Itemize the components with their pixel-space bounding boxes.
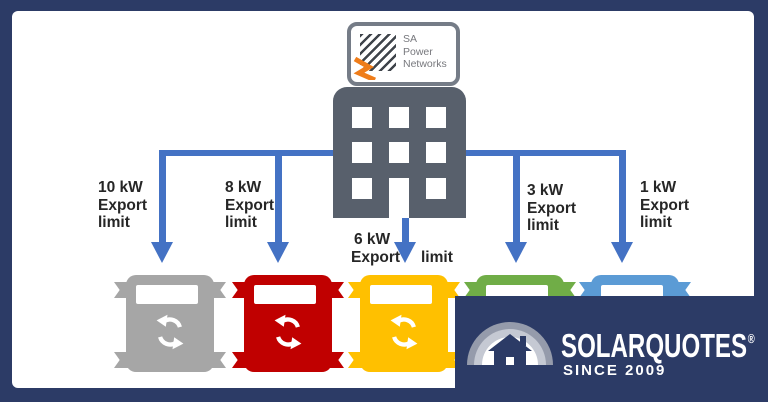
registered-trademark: ® bbox=[747, 331, 755, 346]
label-line: 3 kW bbox=[527, 182, 564, 199]
solarquotes-tagline: SINCE 2009 bbox=[563, 362, 667, 379]
arrow-shaft bbox=[275, 150, 282, 243]
label-10kw-export-limit: 10 kW Export limit bbox=[98, 179, 147, 232]
label-line: limit bbox=[225, 214, 257, 231]
export-arrow-10kw bbox=[151, 150, 173, 263]
mount-tab bbox=[211, 352, 226, 368]
label-line: Export bbox=[98, 196, 148, 214]
mount-tab bbox=[348, 282, 363, 298]
mount-tab bbox=[329, 352, 344, 368]
label-line: limit bbox=[98, 214, 130, 231]
inverter-body bbox=[126, 275, 214, 372]
building-window bbox=[352, 142, 372, 163]
inverter-6kw bbox=[348, 275, 460, 372]
sync-arrows-icon bbox=[274, 314, 302, 350]
building-window bbox=[426, 142, 446, 163]
inverter-10kw bbox=[114, 275, 226, 372]
mount-tab bbox=[464, 282, 479, 298]
arrow-head-icon bbox=[267, 242, 289, 263]
mount-tab bbox=[211, 282, 226, 298]
label-line: Export bbox=[527, 199, 577, 217]
label-line: 8 kW bbox=[225, 179, 262, 196]
mount-tab bbox=[232, 282, 247, 298]
mount-tab bbox=[114, 352, 129, 368]
mount-tab bbox=[232, 352, 247, 368]
label-6kw-export: Export bbox=[351, 249, 401, 266]
label-3kw-export-limit: 3 kW Export limit bbox=[527, 182, 576, 235]
lightning-icon bbox=[353, 56, 377, 80]
utility-building bbox=[333, 87, 466, 218]
inverter-display bbox=[370, 285, 432, 304]
sa-power-networks-wordmark: SA Power Networks bbox=[403, 33, 447, 71]
building-window bbox=[389, 142, 409, 163]
arrow-head-icon bbox=[505, 242, 527, 263]
wordmark-line: SA bbox=[403, 33, 418, 45]
export-arrow-8kw bbox=[267, 150, 289, 263]
mount-tab bbox=[561, 282, 576, 298]
solarquotes-watermark: SOLARQUOTES® SINCE 2009 bbox=[455, 296, 768, 402]
arrow-shaft bbox=[402, 217, 409, 243]
connector-line-right bbox=[466, 150, 626, 156]
label-8kw-export-limit: 8 kW Export limit bbox=[225, 179, 274, 232]
building-door bbox=[389, 178, 409, 218]
inverter-8kw bbox=[232, 275, 344, 372]
arrow-head-icon bbox=[611, 242, 633, 263]
building-window bbox=[389, 107, 409, 128]
arrow-shaft bbox=[619, 150, 626, 243]
mount-tab bbox=[329, 282, 344, 298]
solarquotes-brand: SOLARQUOTES® bbox=[561, 327, 755, 365]
inverter-display bbox=[254, 285, 316, 304]
building-window bbox=[426, 178, 446, 199]
building-window bbox=[352, 178, 372, 199]
sa-power-networks-sign: SA Power Networks bbox=[347, 22, 460, 86]
label-6kw: 6 kW bbox=[354, 231, 391, 248]
export-arrow-1kw bbox=[611, 150, 633, 263]
mount-tab bbox=[348, 352, 363, 368]
wordmark-line: Power bbox=[403, 45, 433, 58]
label-line: 10 kW bbox=[98, 179, 143, 196]
label-line: limit bbox=[640, 214, 672, 231]
sync-arrows-icon bbox=[390, 314, 418, 350]
mount-tab bbox=[579, 282, 594, 298]
arrow-head-icon bbox=[151, 242, 173, 263]
export-arrow-3kw bbox=[505, 150, 527, 263]
label-line: 1 kW bbox=[640, 179, 677, 196]
brand-text: SOLARQUOTES bbox=[561, 327, 748, 364]
solarquotes-arch-icon bbox=[467, 322, 553, 365]
label-6kw-limit: limit bbox=[421, 249, 453, 266]
building-window bbox=[352, 107, 372, 128]
label-1kw-export-limit: 1 kW Export limit bbox=[640, 179, 689, 232]
inverter-body bbox=[360, 275, 448, 372]
inverter-body bbox=[244, 275, 332, 372]
arrow-head-icon bbox=[394, 242, 416, 263]
sync-arrows-icon bbox=[156, 314, 184, 350]
arrow-shaft bbox=[159, 150, 166, 243]
inverter-display bbox=[136, 285, 198, 304]
building-window bbox=[426, 107, 446, 128]
mount-tab bbox=[676, 282, 691, 298]
arrow-shaft bbox=[513, 150, 520, 243]
mount-tab bbox=[114, 282, 129, 298]
label-line: Export bbox=[225, 196, 275, 214]
label-line: limit bbox=[527, 217, 559, 234]
label-line: Export bbox=[640, 196, 690, 214]
export-arrow-6kw bbox=[394, 217, 416, 263]
mount-tab bbox=[445, 282, 460, 298]
house-icon bbox=[488, 334, 532, 365]
wordmark-line: Networks bbox=[403, 58, 447, 70]
connector-line-left bbox=[159, 150, 333, 156]
